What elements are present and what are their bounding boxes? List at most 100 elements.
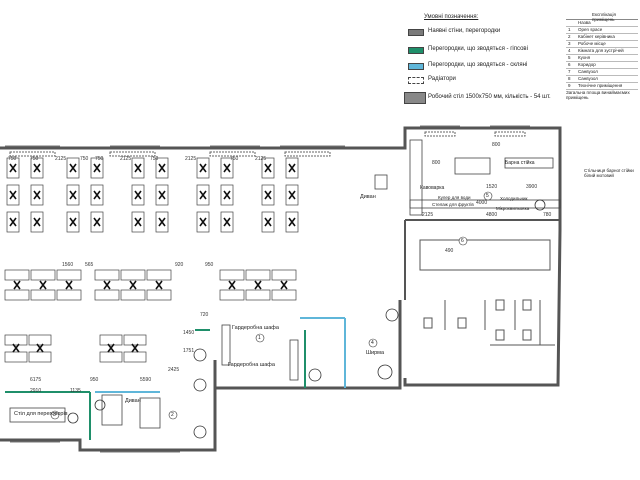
desk [120,289,146,301]
wardrobe-label: Гардеробна шафа [232,325,279,331]
sofa-label: Диван [360,194,376,200]
room-number-cell: 3 [568,41,571,46]
chair [199,217,207,227]
chair [254,280,262,290]
dimension: 920 [175,262,184,268]
room-number: 1 [258,335,261,341]
chair [280,280,288,290]
legend-title: Умовні позначення: [424,14,479,20]
desk [271,269,297,281]
room-name-cell: Робоче місце [578,41,606,46]
dimension: 800 [432,160,441,166]
legend-text: Робочий стіл 1500х750 мм, кількість - 54… [428,94,551,100]
desk [28,351,52,363]
chair [223,163,231,173]
chair [9,217,17,227]
desk [56,269,82,281]
room-name-cell: Санвузол [578,76,598,81]
chair [264,190,272,200]
dimension: 1520 [486,184,498,190]
chair [134,163,142,173]
conference [9,394,161,429]
dimension: 4800 [486,212,498,218]
chair [158,163,166,173]
legend-swatch [408,47,424,54]
room-number-cell: 9 [568,83,571,88]
dimension: 800 [492,142,501,148]
legend-swatch [408,63,424,70]
room-number: 6 [461,238,464,244]
dimension: 780 [543,212,552,218]
micro-label: Мікрохвильовка [496,206,530,211]
legend-text: Радіатори [428,76,456,82]
rooms-table-row: 3 Робоче місце [566,40,638,48]
dimension: 2125 [55,156,67,162]
legend-item: Перегородки, що зводяться - скляні [398,62,568,71]
bar-counter-label: Барна стійка [505,160,535,166]
dimension: 5590 [140,377,152,383]
dimension: 2125 [120,156,132,162]
radiators [9,131,526,157]
room-name-cell: Кімната для зустрічей [578,48,624,53]
dimension: 750 [230,156,239,162]
gypsum-partitions [5,329,306,440]
legend-swatch [408,77,424,84]
room-markers [50,191,493,420]
dimension: 750 [95,156,104,162]
legend-item: Наявні стіни, перегородки [398,28,568,37]
chair [9,190,17,200]
desk [4,334,28,346]
dimension: 750 [80,156,89,162]
room-number: 4 [371,340,374,346]
chair [264,217,272,227]
room-name-cell: Санвузол [578,69,598,74]
restrooms [419,239,555,346]
kitchen [374,139,561,216]
desk [99,334,123,346]
desk [30,269,56,281]
chair [158,190,166,200]
rooms-table-title: Експлікація приміщень [592,12,616,22]
chair [288,190,296,200]
desk-icon [404,92,426,104]
room-name-cell: Коридор [578,62,596,67]
desk [146,269,172,281]
chair [223,217,231,227]
chair [36,343,44,353]
legend-text: Перегородки, що зводяться - скляні [428,62,528,68]
desk [219,269,245,281]
dimension: 2910 [30,388,42,394]
chair [107,343,115,353]
dimension: 6175 [30,377,42,383]
legend-item: Радіатори [398,76,568,85]
desk [4,269,30,281]
chair [69,217,77,227]
chair [33,163,41,173]
chair [65,280,73,290]
dimension: 2125 [185,156,197,162]
chair [33,190,41,200]
room-name-cell: Назва [578,20,591,25]
chair [93,163,101,173]
sofa-label: Диван [125,398,141,404]
chair [134,190,142,200]
legend-swatch [408,29,424,36]
desk [56,289,82,301]
coffee-label: Кавоварка [420,185,445,191]
room-name-cell: Кабінет керівника [578,34,615,39]
room-number-cell: 1 [568,27,571,32]
screen-label: Ширма [366,350,385,356]
dimension: 490 [445,248,454,254]
chair [12,343,20,353]
dimension: 750 [30,156,39,162]
room-number: 2 [171,412,174,418]
